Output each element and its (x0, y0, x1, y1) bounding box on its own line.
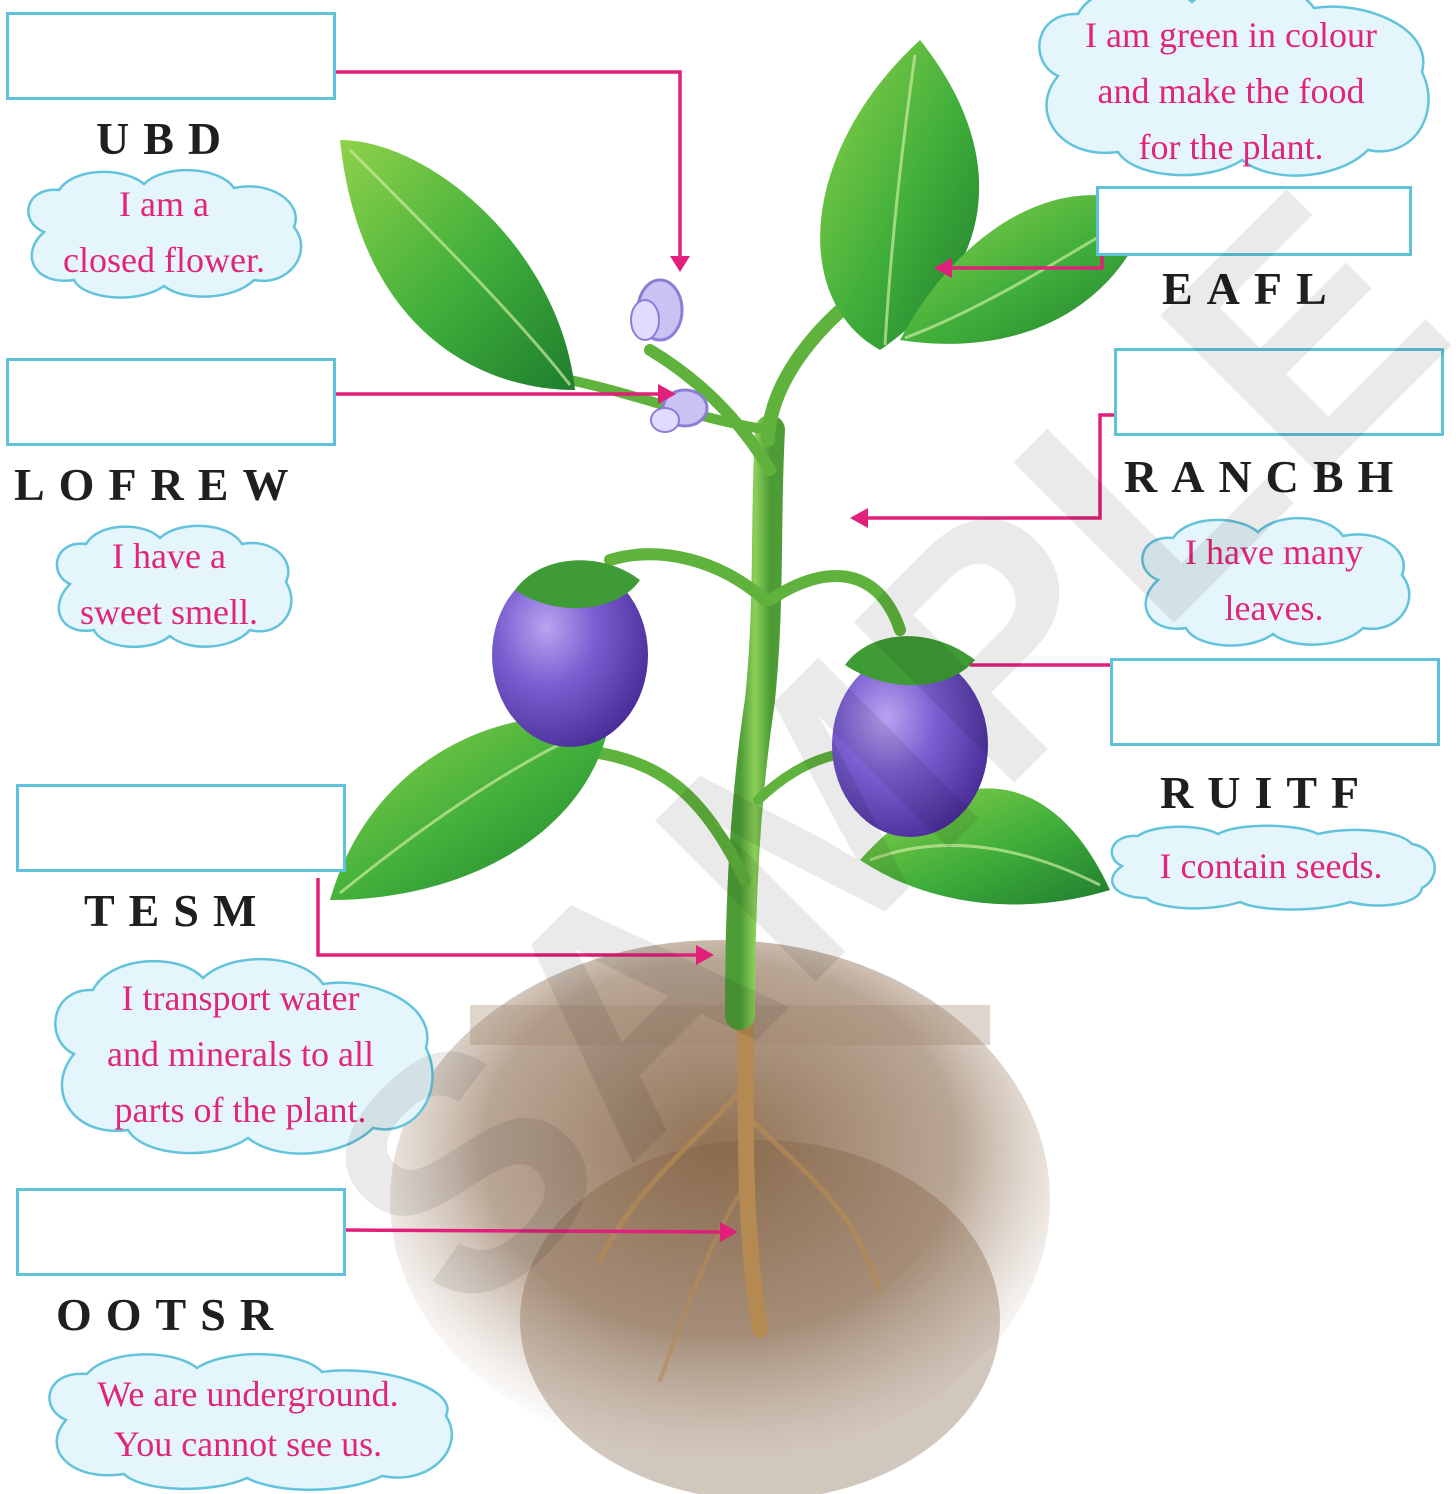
answer-box-stem[interactable] (16, 784, 346, 872)
scrambled-word-flower: LOFREW (14, 462, 302, 508)
scrambled-word-stem: TESM (84, 888, 270, 934)
scrambled-word-fruit: RUITF (1160, 770, 1373, 816)
hint-bubble-roots: We are underground. You cannot see us. (32, 1346, 464, 1492)
answer-box-roots[interactable] (16, 1188, 346, 1276)
answer-box-flower[interactable] (6, 358, 336, 446)
hint-bubble-fruit: I contain seeds. (1100, 822, 1442, 910)
answer-box-bud[interactable] (6, 12, 336, 100)
scrambled-word-bud: UBD (96, 116, 235, 162)
hint-bubble-flower: I have a sweet smell. (44, 518, 294, 650)
hint-text-flower: I have a sweet smell. (80, 528, 258, 640)
hint-text-fruit: I contain seeds. (1160, 838, 1383, 894)
scrambled-word-roots: OOTSR (56, 1292, 287, 1338)
hint-text-roots: We are underground. You cannot see us. (97, 1369, 398, 1469)
hint-text-bud: I am a closed flower. (63, 176, 265, 288)
hint-bubble-bud: I am a closed flower. (14, 162, 314, 302)
